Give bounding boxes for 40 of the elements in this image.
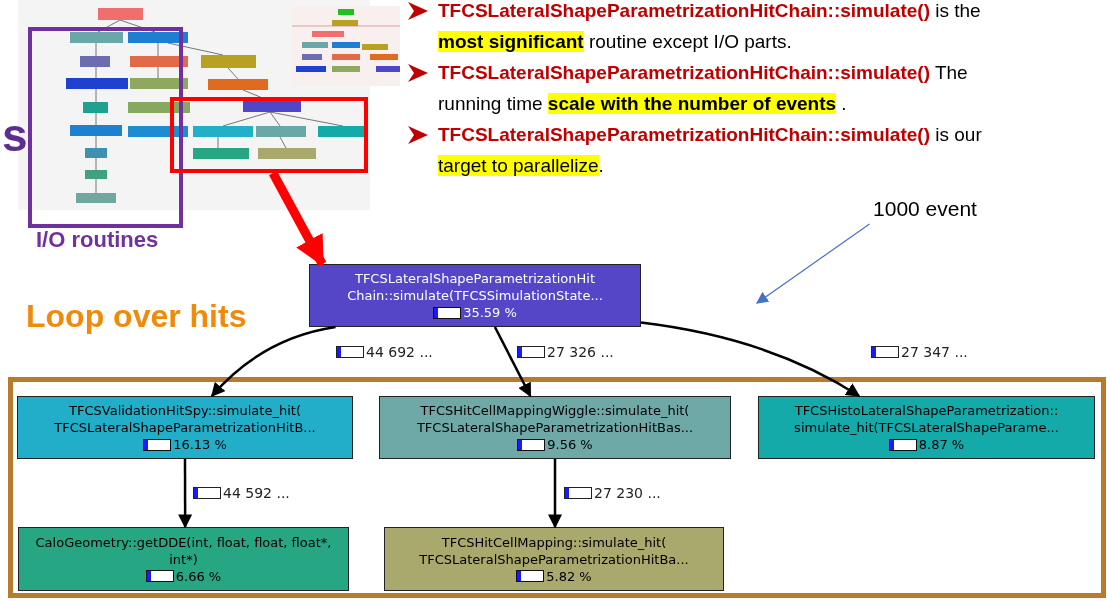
- arrow: [548, 459, 562, 529]
- function-name: CaloGeometry::getDDE(int, float, float, float*, int*): [34, 533, 333, 568]
- function-box: [309, 264, 641, 327]
- function-box: [18, 527, 349, 591]
- percentage: 16.13 %: [173, 436, 227, 453]
- arrow: [756, 223, 871, 304]
- edge-label: 27 326 ...: [547, 345, 614, 359]
- cut-off-heading-text: s: [2, 112, 28, 158]
- arrow: [178, 459, 193, 529]
- function-name: TFCSHitCellMapping::simulate_hit( TFCSLateralShapeParametrizationHitBa...: [418, 533, 690, 568]
- function-box: [379, 396, 731, 459]
- frame: [170, 97, 368, 173]
- annotation-text: 1000 event: [852, 196, 998, 224]
- function-box: [384, 527, 724, 591]
- bullet-text: TFCSLateralShapeParametrizationHitChain::simulate() The running time scale with the number of events .: [438, 61, 969, 116]
- function-name: TFCSHitCellMappingWiggle::simulate_hit( TFCSLateralShapeParametrizationHitBas...: [415, 402, 695, 436]
- edge-label: 27 347 ...: [901, 345, 968, 359]
- edge-label: 44 592 ...: [223, 486, 290, 500]
- percentage: 8.87 %: [918, 436, 965, 453]
- frame: [28, 27, 183, 228]
- arrow: [640, 321, 861, 398]
- arrow: [210, 325, 336, 398]
- edge-label: 44 692 ...: [366, 345, 433, 359]
- percentage: 6.66 %: [175, 567, 222, 585]
- frame-heading: Loop over hits: [26, 300, 247, 332]
- function-box: [17, 396, 353, 459]
- arrow: [269, 170, 327, 267]
- bullet-text: TFCSLateralShapeParametrizationHitChain::simulate() is the most significant routine except I/O parts.: [438, 0, 982, 54]
- percentage: 35.59 %: [463, 304, 517, 321]
- percentage: 9.56 %: [547, 436, 593, 453]
- frame-heading: I/O routines: [36, 229, 159, 251]
- function-name: TFCSLateralShapeParametrizationHit Chain::simulate(TFCSSimulationState...: [346, 270, 604, 304]
- function-name: TFCSValidationHitSpy::simulate_hit( TFCSLateralShapeParametrizationHitB...: [53, 402, 317, 436]
- percentage: 5.82 %: [546, 567, 592, 585]
- function-name: TFCSHistoLateralShapeParametrization:: simulate_hit(TFCSLateralShapeParame...: [793, 402, 1060, 436]
- frame: [8, 377, 1106, 598]
- edge-label: 27 230 ...: [594, 486, 661, 500]
- function-box: [758, 396, 1095, 459]
- arrow: [493, 326, 532, 398]
- bullet-text: TFCSLateralShapeParametrizationHitChain::simulate() is our target to parallelize.: [438, 123, 983, 178]
